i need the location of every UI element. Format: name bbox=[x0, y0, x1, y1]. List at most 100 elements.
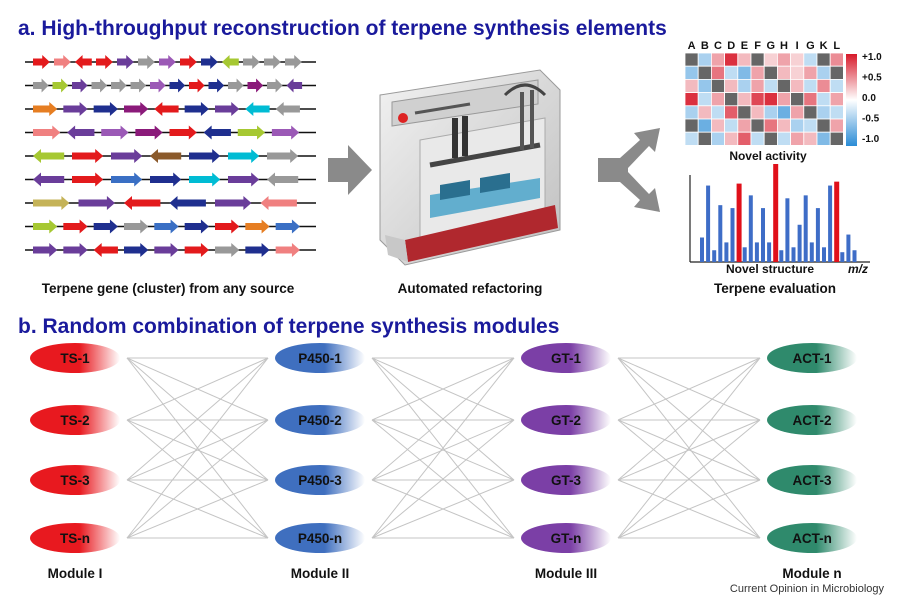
gene-arrow bbox=[93, 219, 118, 234]
heatmap-cell bbox=[737, 131, 752, 146]
heatmap-scale-tick: -0.5 bbox=[862, 114, 880, 125]
combination-line bbox=[371, 479, 515, 539]
heatmap-cell bbox=[684, 52, 699, 67]
heatmap-color-scale bbox=[846, 54, 857, 146]
gene-arrow bbox=[267, 78, 283, 93]
gene-arrow bbox=[154, 102, 179, 116]
heatmap-cell bbox=[803, 65, 818, 80]
heatmap-cell bbox=[790, 118, 805, 133]
credit-text: Current Opinion in Microbiology bbox=[730, 583, 885, 595]
gene-arrow bbox=[63, 243, 88, 257]
module-node-label: P450-1 bbox=[298, 351, 342, 366]
heatmap-cell bbox=[684, 65, 699, 80]
gene-arrow bbox=[138, 55, 155, 69]
module-node-label: TS-1 bbox=[60, 351, 90, 366]
module-node bbox=[767, 523, 857, 553]
spectrum-peak bbox=[840, 252, 845, 262]
novel-peak bbox=[834, 181, 840, 262]
module-connections bbox=[126, 357, 761, 539]
module-name: Module n bbox=[782, 566, 841, 581]
heatmap-column-label: F bbox=[754, 40, 761, 52]
gene-arrow bbox=[260, 196, 297, 210]
spectrum-peak bbox=[754, 242, 759, 262]
heatmap-cell bbox=[790, 65, 805, 80]
heatmap-cell bbox=[711, 92, 726, 107]
heatmap-cell bbox=[803, 118, 818, 133]
gene-arrow bbox=[154, 243, 179, 257]
module-node bbox=[767, 343, 857, 373]
heatmap-cell bbox=[829, 79, 844, 94]
heatmap-cell bbox=[803, 92, 818, 107]
combination-line bbox=[371, 357, 515, 539]
heatmap-cell bbox=[684, 131, 699, 146]
heatmap bbox=[684, 52, 844, 146]
heatmap-column-label: A bbox=[688, 40, 696, 52]
gene-arrow bbox=[150, 78, 166, 93]
heatmap-cell bbox=[724, 92, 739, 107]
gene-arrow bbox=[208, 78, 225, 93]
heatmap-cell bbox=[697, 92, 712, 107]
gene-arrow bbox=[117, 55, 134, 69]
gene-arrow bbox=[189, 149, 221, 163]
gene-cluster-row bbox=[25, 55, 316, 69]
heatmap-cell bbox=[711, 79, 726, 94]
gene-arrow bbox=[33, 102, 58, 116]
combination-line bbox=[371, 357, 515, 421]
module-node-label: ACT-2 bbox=[792, 413, 831, 428]
gene-arrow bbox=[75, 55, 92, 69]
gene-arrow bbox=[264, 55, 281, 69]
gene-arrow bbox=[169, 196, 206, 210]
heatmap-column-label: G bbox=[767, 40, 776, 52]
heatmap-cell bbox=[697, 118, 712, 133]
heatmap-cell bbox=[750, 92, 765, 107]
gene-cluster-row bbox=[25, 102, 316, 116]
gene-arrow bbox=[169, 78, 186, 93]
heatmap-cell bbox=[684, 118, 699, 133]
gene-arrow bbox=[33, 78, 49, 93]
liquid-handling-robot-icon bbox=[379, 69, 561, 266]
heatmap-cell bbox=[829, 65, 844, 80]
gene-arrow bbox=[228, 149, 260, 163]
gene-arrow bbox=[150, 172, 182, 187]
heatmap-cell bbox=[711, 65, 726, 80]
gene-arrow bbox=[33, 149, 65, 163]
gene-arrow bbox=[184, 102, 209, 116]
module-node-label: GT-1 bbox=[551, 351, 581, 366]
novel-peak bbox=[736, 183, 742, 262]
module-node bbox=[30, 523, 120, 553]
gene-arrow bbox=[275, 102, 300, 116]
gene-arrow bbox=[33, 243, 58, 257]
gene-arrow bbox=[201, 55, 218, 69]
heatmap-scale-tick: +0.5 bbox=[862, 73, 882, 84]
module-node bbox=[30, 465, 120, 495]
combination-line bbox=[617, 357, 761, 539]
module-node bbox=[767, 465, 857, 495]
gene-arrow bbox=[72, 78, 88, 93]
gene-arrow bbox=[93, 243, 118, 257]
gene-arrow bbox=[52, 78, 69, 93]
module-node bbox=[275, 523, 365, 553]
gene-arrow bbox=[91, 78, 108, 93]
gene-cluster-row bbox=[25, 196, 316, 210]
combination-line bbox=[617, 479, 761, 539]
heatmap-cell bbox=[697, 65, 712, 80]
heatmap-cell bbox=[803, 131, 818, 146]
robot-label: Automated refactoring bbox=[398, 281, 543, 296]
gene-arrow bbox=[275, 219, 300, 234]
heatmap-cell bbox=[777, 131, 792, 146]
spectrum-peak bbox=[730, 208, 735, 262]
heatmap-cell bbox=[684, 92, 699, 107]
panel-b-title: b. Random combination of terpene synthes… bbox=[18, 315, 559, 338]
heatmap-cell bbox=[724, 52, 739, 67]
module-node-label: TS-2 bbox=[60, 413, 89, 428]
spectrum-peak bbox=[706, 185, 711, 262]
gene-arrow bbox=[33, 125, 61, 140]
heatmap-cell bbox=[724, 131, 739, 146]
heatmap-cell bbox=[803, 52, 818, 67]
module-name: Module I bbox=[48, 566, 103, 581]
heatmap-cell bbox=[737, 65, 752, 80]
combination-line bbox=[617, 419, 761, 539]
heatmap-cell bbox=[750, 118, 765, 133]
